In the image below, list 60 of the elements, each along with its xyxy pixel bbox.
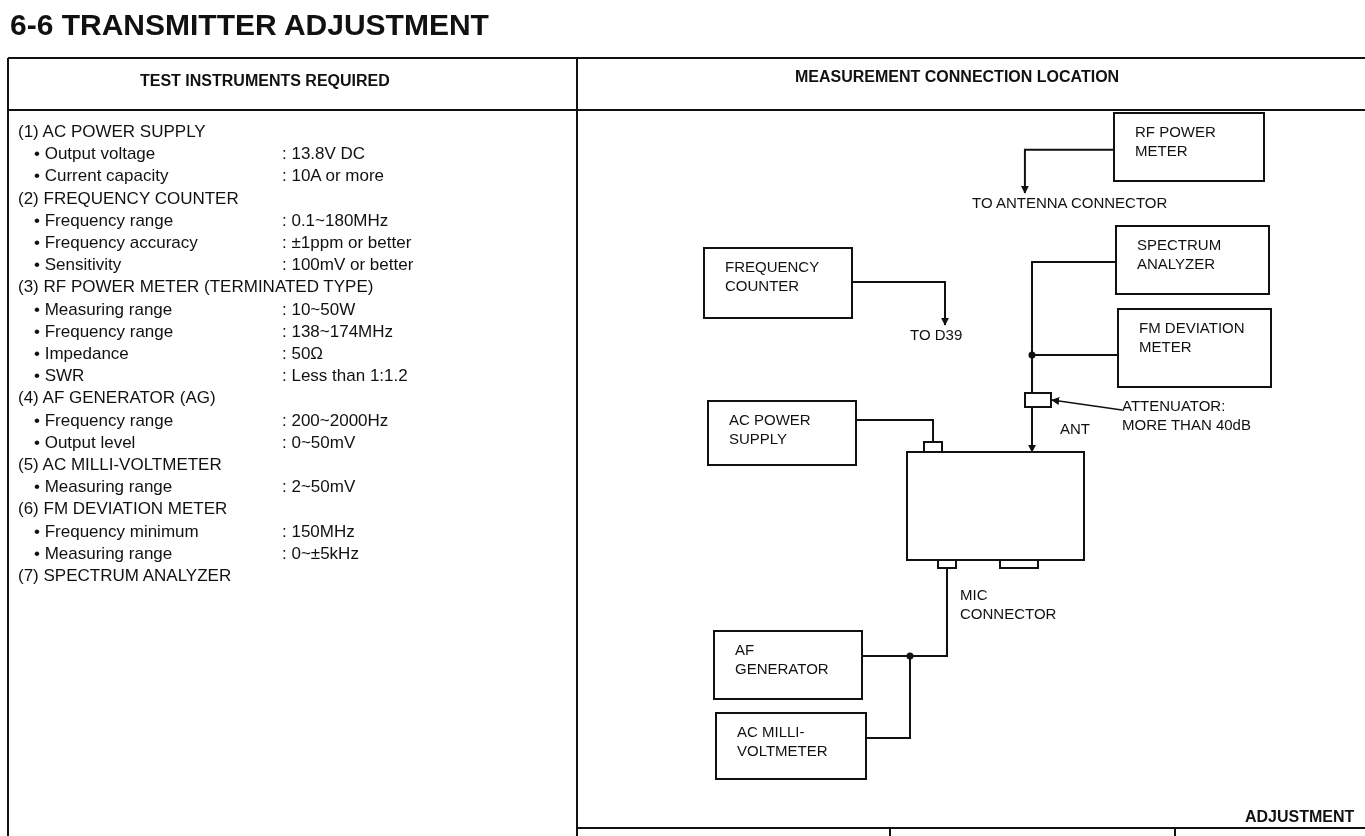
spec-value: : 150MHz xyxy=(282,521,355,542)
instrument-box: FREQUENCY COUNTER xyxy=(703,247,853,319)
spec-value: : 0.1~180MHz xyxy=(282,210,389,231)
spec-value: : 50Ω xyxy=(282,344,324,364)
spec-value: : Less than 1:1.2 xyxy=(282,366,408,387)
instrument-box: RF POWER METER xyxy=(1113,112,1265,182)
instrument-name: (7) SPECTRUM ANALYZER xyxy=(18,566,232,586)
instrument-box: FM DEVIATION METER xyxy=(1117,308,1272,388)
spec-value: : 13.8V DC xyxy=(282,144,366,165)
spec-name: • Current capacity xyxy=(34,166,169,187)
page-title: 6-6 TRANSMITTER ADJUSTMENT xyxy=(10,8,489,42)
spec-name: • Measuring range xyxy=(34,299,173,320)
spec-value: : 0~50mV xyxy=(282,432,356,453)
arrow xyxy=(852,281,949,326)
spec-name: • Measuring range xyxy=(34,477,173,498)
spec-name: • Frequency minimum xyxy=(34,521,199,542)
spec-value: : 138~174MHz xyxy=(282,321,394,342)
instrument-box: AC POWER SUPPLY xyxy=(707,400,857,466)
spec-value: : 0~±5kHz xyxy=(282,543,359,564)
arrow xyxy=(1020,148,1114,194)
spec-value: : 200~2000Hz xyxy=(282,410,389,431)
column-heading: TEST INSTRUMENTS REQUIRED xyxy=(140,72,390,90)
connection-line xyxy=(856,419,935,442)
spec-value: : 10~50W xyxy=(282,299,356,320)
arrow xyxy=(1028,407,1036,453)
column-heading: ADJUSTMENT xyxy=(1245,808,1355,826)
spec-name: • Frequency range xyxy=(34,210,174,231)
instrument-box: AC MILLI-VOLTMETER xyxy=(715,712,867,780)
spec-name: • Measuring range xyxy=(34,543,173,564)
instrument-name: (1) AC POWER SUPPLY xyxy=(18,122,206,142)
column-heading: MEASUREMENT CONNECTION LOCATION xyxy=(795,68,1120,86)
spec-name: • Frequency range xyxy=(34,410,174,431)
spec-name: • Output voltage xyxy=(34,144,156,165)
spec-name: • Impedance xyxy=(34,344,129,364)
spec-value: : 2~50mV xyxy=(282,477,356,498)
transceiver-drawing xyxy=(906,441,1085,569)
instrument-name: (4) AF GENERATOR (AG) xyxy=(18,388,216,409)
leader-line xyxy=(1051,397,1123,411)
spec-name: • Frequency accuracy xyxy=(34,233,198,253)
spec-name: • Output level xyxy=(34,432,136,453)
connection-note: TO ANTENNA CONNECTOR xyxy=(972,193,1242,212)
spec-value: : ±1ppm or better xyxy=(282,233,412,253)
connection-line xyxy=(866,568,948,739)
connection-note: ATTENUATOR: MORE THAN 40dB xyxy=(1122,396,1262,434)
spec-name: • Sensitivity xyxy=(34,255,122,276)
instrument-name: (2) FREQUENCY COUNTER xyxy=(18,188,239,209)
instrument-name: (3) RF POWER METER (TERMINATED TYPE) xyxy=(18,277,374,298)
instrument-box: SPECTRUM ANALYZER xyxy=(1115,225,1270,295)
port-label: MIC CONNECTOR xyxy=(960,585,1058,623)
instrument-box: AF GENERATOR xyxy=(713,630,863,700)
spec-value: : 100mV or better xyxy=(282,255,414,276)
spec-name: • Frequency range xyxy=(34,321,174,342)
connection-line xyxy=(1031,354,1118,393)
instrument-name: (6) FM DEVIATION METER xyxy=(18,499,228,520)
port-label: ANT xyxy=(1060,420,1090,437)
spec-value: : 10A or more xyxy=(282,166,385,187)
instrument-name: (5) AC MILLI-VOLTMETER xyxy=(18,455,222,475)
attenuator-box xyxy=(1024,392,1052,408)
connection-note: TO D39 xyxy=(910,325,990,344)
spec-name: • SWR xyxy=(34,366,85,387)
